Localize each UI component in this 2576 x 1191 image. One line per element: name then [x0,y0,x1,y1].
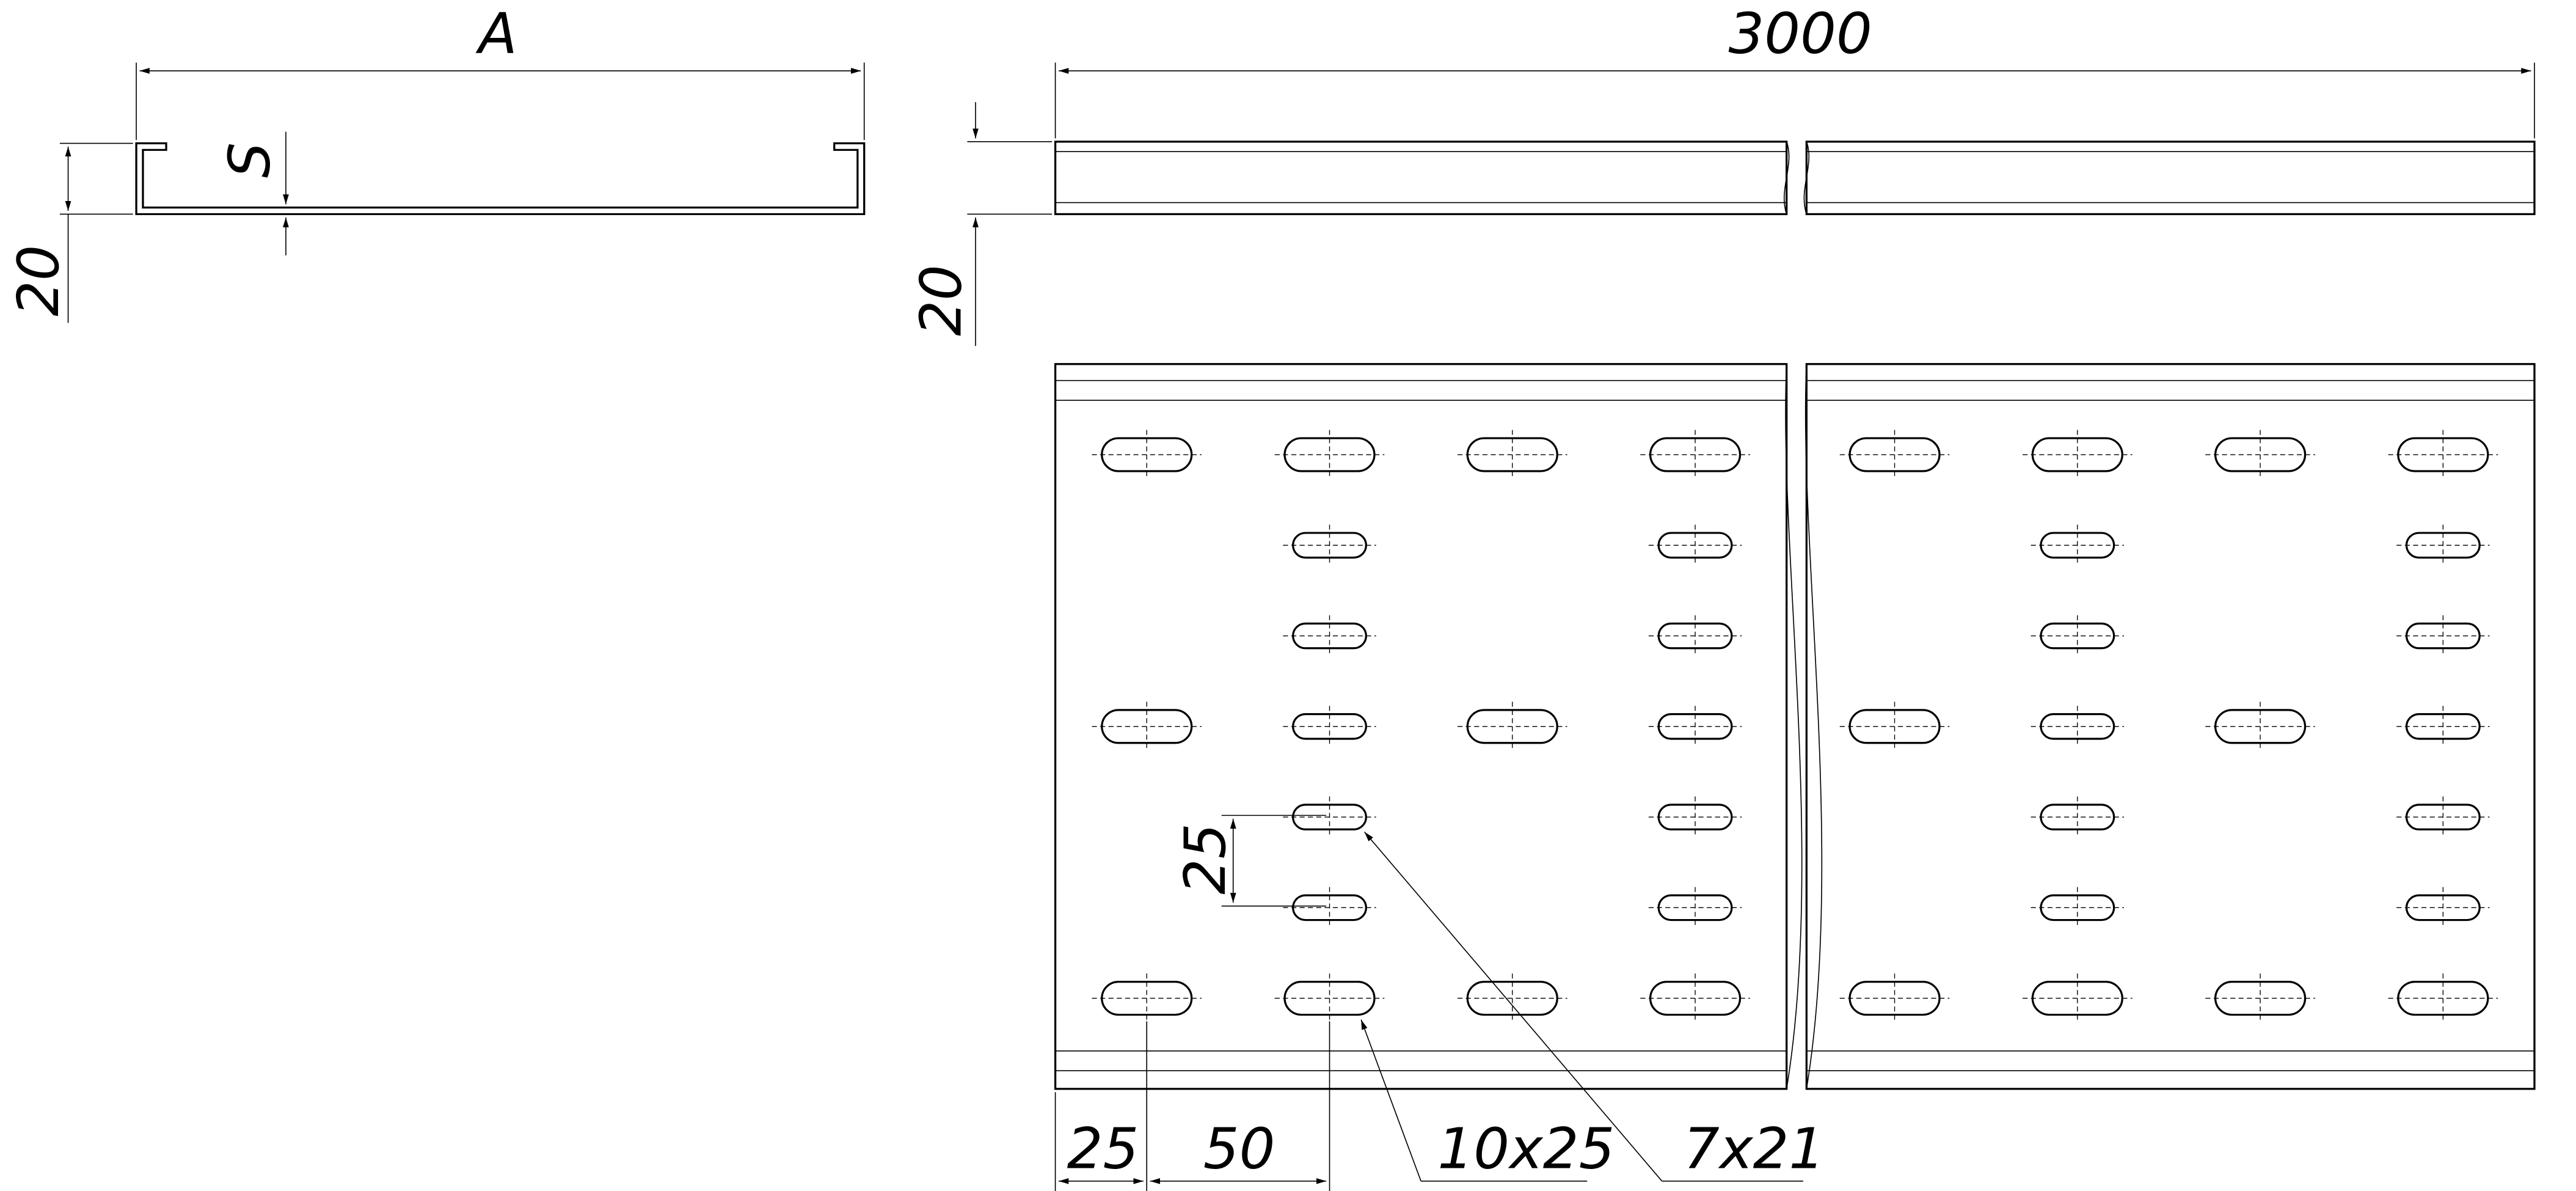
dim-label-height-side: 20 [6,245,71,317]
slot-pattern [1092,430,2498,1024]
cross-section-view: A 20 S [6,1,866,323]
dim-label-height-elevation: 20 [908,265,974,336]
break-line [1803,141,1809,214]
break-line [1804,364,1823,1089]
side-elevation-view: 3000 20 [908,1,2536,346]
plan-view: 25 25 50 10x25 7x21 [1054,361,2536,1191]
leader-small-slot [1364,831,1663,1182]
plan-outline-right [1805,363,2536,1090]
dim-label-large-slot: 10x25 [1437,1116,1615,1182]
dim-label-edge-offset: 25 [1067,1116,1139,1182]
dim-label-a: A [476,1,517,67]
channel-profile-outline [135,142,866,216]
side-profile-right [1805,141,2536,216]
break-line [1785,364,1803,1089]
dim-label-small-slot: 7x21 [1684,1116,1825,1182]
dim-label-slot-spacing: 25 [1173,823,1238,895]
leader-large-slot [1360,1019,1421,1182]
side-profile-left [1054,141,1788,216]
plan-outline-left [1054,363,1788,1090]
dim-label-thickness: S [217,142,282,178]
dim-label-length: 3000 [1728,1,1872,67]
dim-label-pitch: 50 [1203,1116,1275,1182]
break-line [1784,141,1790,214]
